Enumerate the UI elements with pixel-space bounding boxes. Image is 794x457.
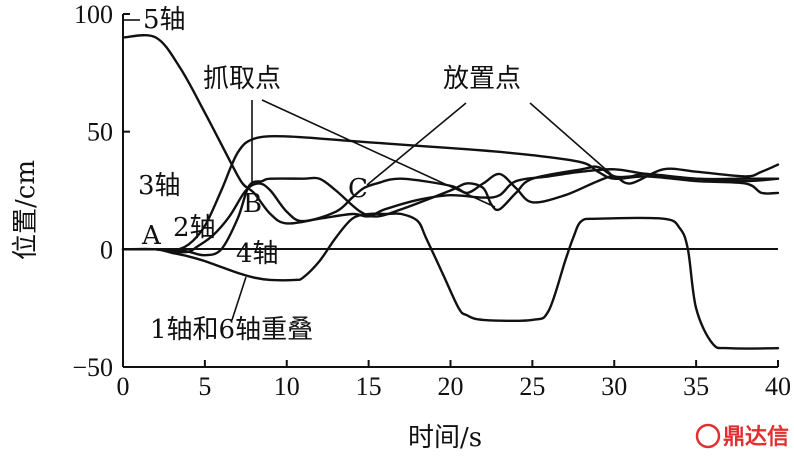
annotation-leaders: [124, 19, 612, 321]
label-a: A: [141, 221, 162, 251]
label-place-point: 放置点: [443, 64, 521, 94]
x-tick-label: 15: [356, 372, 382, 401]
leader-place-line: [529, 102, 612, 175]
label-axis16: 1轴和6轴重叠: [150, 315, 313, 345]
y-axis-label: 位置/cm: [11, 160, 41, 260]
y-tick-label: 100: [74, 0, 113, 29]
label-axis5: 5轴: [143, 5, 186, 35]
watermark-logo: 鼎达信: [695, 423, 789, 450]
series-axis-5: [121, 34, 780, 225]
label-axis2: 2轴: [173, 213, 216, 243]
label-b: B: [243, 189, 262, 219]
y-tick-label: 0: [100, 235, 113, 264]
x-tick-label: 5: [198, 372, 211, 401]
leader-axis16: [231, 276, 247, 321]
label-axis3: 3轴: [138, 171, 181, 201]
leader-place-c: [366, 102, 467, 186]
leader-grab-line: [261, 99, 496, 208]
x-tick-label: 40: [765, 372, 791, 401]
x-tick-label: 10: [274, 372, 300, 401]
y-tick-label: −50: [72, 353, 113, 382]
x-tick-label: 0: [117, 372, 130, 401]
x-tick-label: 20: [438, 372, 464, 401]
curves: [121, 34, 780, 350]
annotation-labels: 5轴 3轴 2轴 4轴 1轴和6轴重叠 抓取点 放置点 A B C 时间/s 位…: [11, 5, 521, 453]
x-tick-label: 25: [519, 372, 545, 401]
series-axis-1-6: [121, 212, 780, 350]
series-axis-3: [121, 163, 780, 254]
series-axis-4: [121, 165, 780, 257]
series-axis-2: [121, 135, 780, 252]
label-grab-point: 抓取点: [203, 64, 281, 94]
label-c: C: [348, 174, 368, 204]
x-tick-label: 30: [601, 372, 627, 401]
x-tick-label: 35: [683, 372, 709, 401]
y-tick-label: 50: [87, 118, 113, 147]
watermark-icon: [695, 423, 721, 449]
watermark-text: 鼎达信: [723, 424, 789, 450]
x-axis-label: 时间/s: [408, 423, 482, 453]
label-axis4: 4轴: [236, 239, 279, 269]
